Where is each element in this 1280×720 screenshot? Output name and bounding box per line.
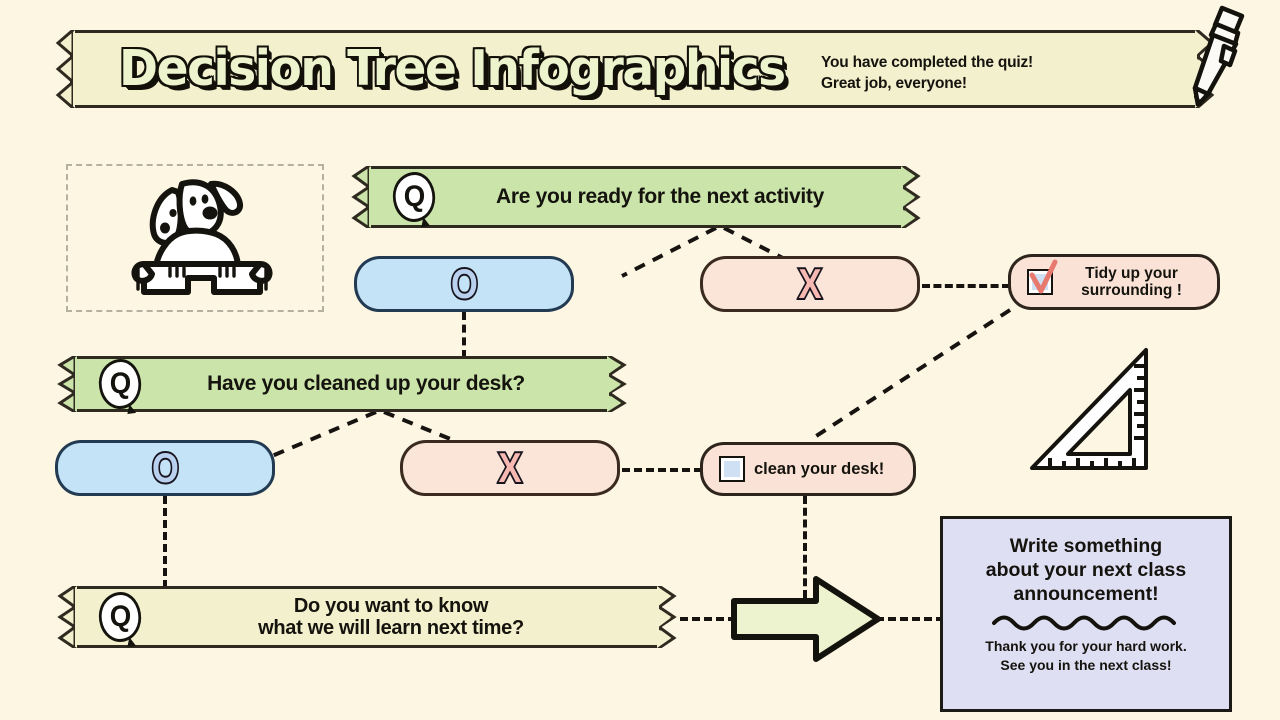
right-arrow-shape bbox=[730, 575, 882, 663]
image-placeholder-frame bbox=[66, 164, 324, 312]
question-banner-2: Q Have you cleaned up your desk? bbox=[57, 356, 627, 412]
dog-illustration bbox=[110, 168, 290, 308]
wavy-divider-icon bbox=[992, 615, 1176, 631]
header-subtitle: You have completed the quiz! Great job, … bbox=[821, 54, 1033, 92]
note-subtext: Thank you for your hard work. See you in… bbox=[985, 638, 1187, 673]
banner-notch-left bbox=[51, 356, 75, 412]
task-label-clean-desk: clean your desk! bbox=[754, 459, 885, 478]
question-text-2: Have you cleaned up your desk? bbox=[207, 372, 525, 396]
connector-arrow-to-note bbox=[876, 617, 944, 621]
marker-pen-icon bbox=[1178, 2, 1254, 108]
question-badge: Q bbox=[98, 359, 142, 409]
question-banner-1: Q Are you ready for the next activity bbox=[351, 166, 921, 228]
note-title: Write something about your next class an… bbox=[985, 535, 1187, 605]
announcement-note-card[interactable]: Write something about your next class an… bbox=[940, 516, 1232, 712]
question-badge: Q bbox=[98, 592, 142, 642]
answer-glyph-x: X bbox=[797, 260, 823, 307]
banner-notch-right bbox=[903, 166, 927, 228]
connector-o1-to-q2 bbox=[462, 312, 466, 358]
checkbox-checked-icon[interactable] bbox=[1027, 259, 1058, 295]
task-box-tidy-up[interactable]: Tidy up your surrounding ! bbox=[1008, 254, 1220, 310]
connector-x2-to-task2 bbox=[622, 468, 702, 472]
question-text-1: Are you ready for the next activity bbox=[496, 185, 824, 209]
answer-glyph-o: O bbox=[150, 444, 180, 491]
connector-o2-to-q3 bbox=[163, 496, 167, 588]
answer-glyph-x: X bbox=[497, 444, 523, 491]
connector-task2-to-arrow bbox=[803, 496, 807, 598]
answer-chip-x-2[interactable]: X bbox=[400, 440, 620, 496]
answer-chip-o-1[interactable]: O bbox=[354, 256, 574, 312]
banner-notch-right bbox=[609, 356, 633, 412]
banner-notch-left bbox=[49, 30, 73, 108]
page-title: Decision Tree Infographics bbox=[119, 40, 786, 97]
triangle-ruler-illustration bbox=[1024, 344, 1166, 476]
connector-task2-to-task1 bbox=[808, 308, 1012, 442]
answer-glyph-o: O bbox=[449, 260, 479, 307]
checkbox-empty-icon[interactable] bbox=[719, 456, 745, 482]
connector-x1-to-task1 bbox=[922, 284, 1010, 288]
task-box-clean-desk[interactable]: clean your desk! bbox=[700, 442, 916, 496]
answer-chip-o-2[interactable]: O bbox=[55, 440, 275, 496]
check-mark-icon bbox=[1029, 259, 1058, 294]
question-badge: Q bbox=[392, 172, 436, 222]
header-banner: Decision Tree Infographics You have comp… bbox=[55, 30, 1215, 108]
question-text-3: Do you want to know what we will learn n… bbox=[258, 594, 524, 639]
banner-notch-left bbox=[51, 586, 75, 648]
banner-notch-left bbox=[345, 166, 369, 228]
connector-q3-to-arrow bbox=[680, 617, 736, 621]
question-banner-3: Q Do you want to know what we will learn… bbox=[57, 586, 677, 648]
task-label-tidy-up: Tidy up your surrounding ! bbox=[1081, 264, 1182, 299]
answer-chip-x-1[interactable]: X bbox=[700, 256, 920, 312]
